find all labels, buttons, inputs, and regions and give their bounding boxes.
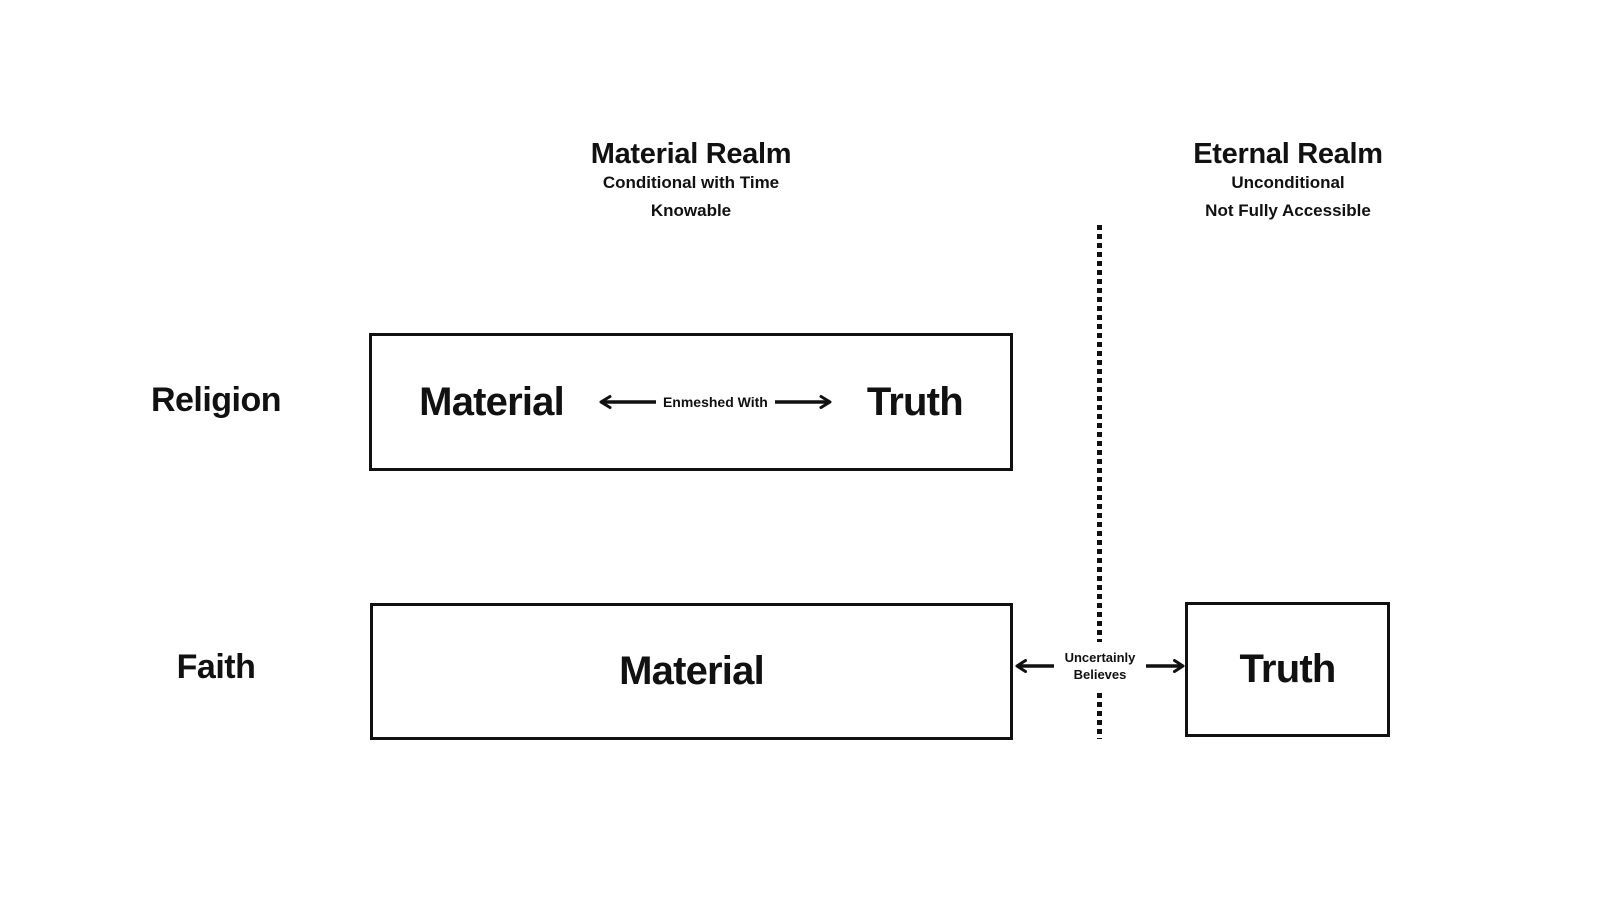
uncertainly-believes-line-2: Believes xyxy=(1073,667,1127,682)
material-realm-subtitle-2: Knowable xyxy=(650,201,732,220)
eternal-realm-header: Eternal Realm Unconditional Not Fully Ac… xyxy=(1063,139,1513,225)
religion-row-label: Religion xyxy=(150,381,282,419)
eternal-realm-subtitle-2: Not Fully Accessible xyxy=(1205,201,1371,220)
religion-material-term: Material xyxy=(419,379,565,424)
arrow-left-icon xyxy=(1015,659,1054,673)
enmeshed-with-relation: Enmeshed With xyxy=(598,394,833,410)
arrow-right-icon xyxy=(1146,659,1185,673)
religion-material-truth-box: Material Enmeshed With Truth xyxy=(369,333,1013,471)
faith-material-box: Material xyxy=(370,603,1013,740)
uncertainly-believes-line-1: Uncertainly xyxy=(1064,650,1136,665)
arrow-left-icon xyxy=(599,395,656,409)
faith-truth-box: Truth xyxy=(1185,602,1390,737)
realm-divider-dotted-line xyxy=(1097,225,1102,739)
uncertainly-believes-label: Uncertainly Believes xyxy=(1060,642,1140,690)
faith-material-term: Material xyxy=(619,649,765,693)
arrow-right-icon xyxy=(774,395,832,409)
faith-row-label: Faith xyxy=(176,648,256,686)
material-realm-title: Material Realm xyxy=(590,138,792,170)
religion-truth-term: Truth xyxy=(866,379,964,424)
material-realm-subtitle-1: Conditional with Time xyxy=(602,173,780,192)
enmeshed-with-label: Enmeshed With xyxy=(662,394,768,410)
eternal-realm-title: Eternal Realm xyxy=(1193,138,1383,170)
uncertainly-believes-relation: Uncertainly Believes xyxy=(1014,640,1186,692)
eternal-realm-subtitle-1: Unconditional xyxy=(1231,173,1345,192)
material-realm-header: Material Realm Conditional with Time Kno… xyxy=(441,139,941,225)
faith-truth-term: Truth xyxy=(1239,647,1337,691)
